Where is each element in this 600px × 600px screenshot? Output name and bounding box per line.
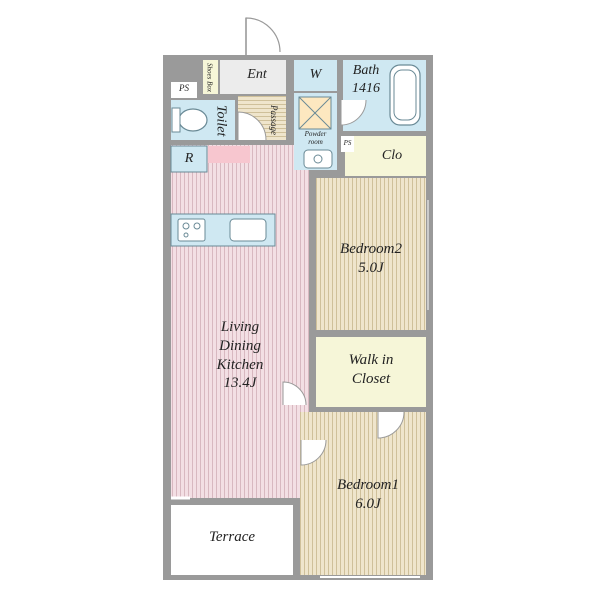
washer-box-cross [298,96,332,130]
bath-door-swing [340,99,367,126]
label-passage: Passage [268,105,279,135]
toilet-bowl [178,108,208,132]
bathtub-inner [393,69,417,121]
fridge-pink [208,146,250,163]
label-powder-room: Powder room [304,130,327,146]
basin-drain [313,154,323,164]
toilet-door-swing [237,111,267,141]
room-bedroom2 [316,178,426,330]
ldk-door-swing [282,381,307,406]
room-terrace [171,505,293,575]
label-ldk: Living Dining Kitchen 13.4J [216,319,264,392]
room-closet [345,136,426,176]
stove-burner [193,222,201,230]
label-ps-1: PS [179,83,189,93]
stove-burner [183,232,189,238]
entrance-door-swing [245,17,281,58]
label-closet: Clo [381,148,403,163]
label-ps-2: PS [343,139,352,147]
room-shoes-box [203,60,218,94]
bedroom1-door-swing [300,439,327,466]
room-ps1 [171,82,197,98]
label-shoes-box: Shoes Box [205,62,214,92]
label-washer: W [309,67,322,82]
room-walk-in-closet [316,337,426,407]
label-bedroom1: Bedroom1 6.0J [337,477,399,512]
room-ps2 [341,136,354,152]
stove-burner [182,222,190,230]
label-bath: Bath 1416 [352,63,380,96]
closet-door-swing [377,411,405,439]
label-terrace: Terrace [208,529,256,545]
toilet-tank [171,107,181,133]
bathtub [389,64,421,126]
label-refrigerator: R [184,151,194,166]
wash-basin [303,149,333,169]
room-ldk [171,145,309,498]
room-entrance [220,60,286,94]
kitchen-sink [229,218,267,242]
label-bedroom2: Bedroom2 5.0J [340,241,402,276]
label-toilet: Toilet [213,105,229,137]
label-entrance: Ent [247,67,267,82]
kitchen-stove [177,218,206,242]
label-walk-in-closet: Walk in Closet [348,352,394,387]
room-washer [294,60,337,91]
room-bedroom1 [300,412,426,575]
refrigerator-area [170,145,208,173]
